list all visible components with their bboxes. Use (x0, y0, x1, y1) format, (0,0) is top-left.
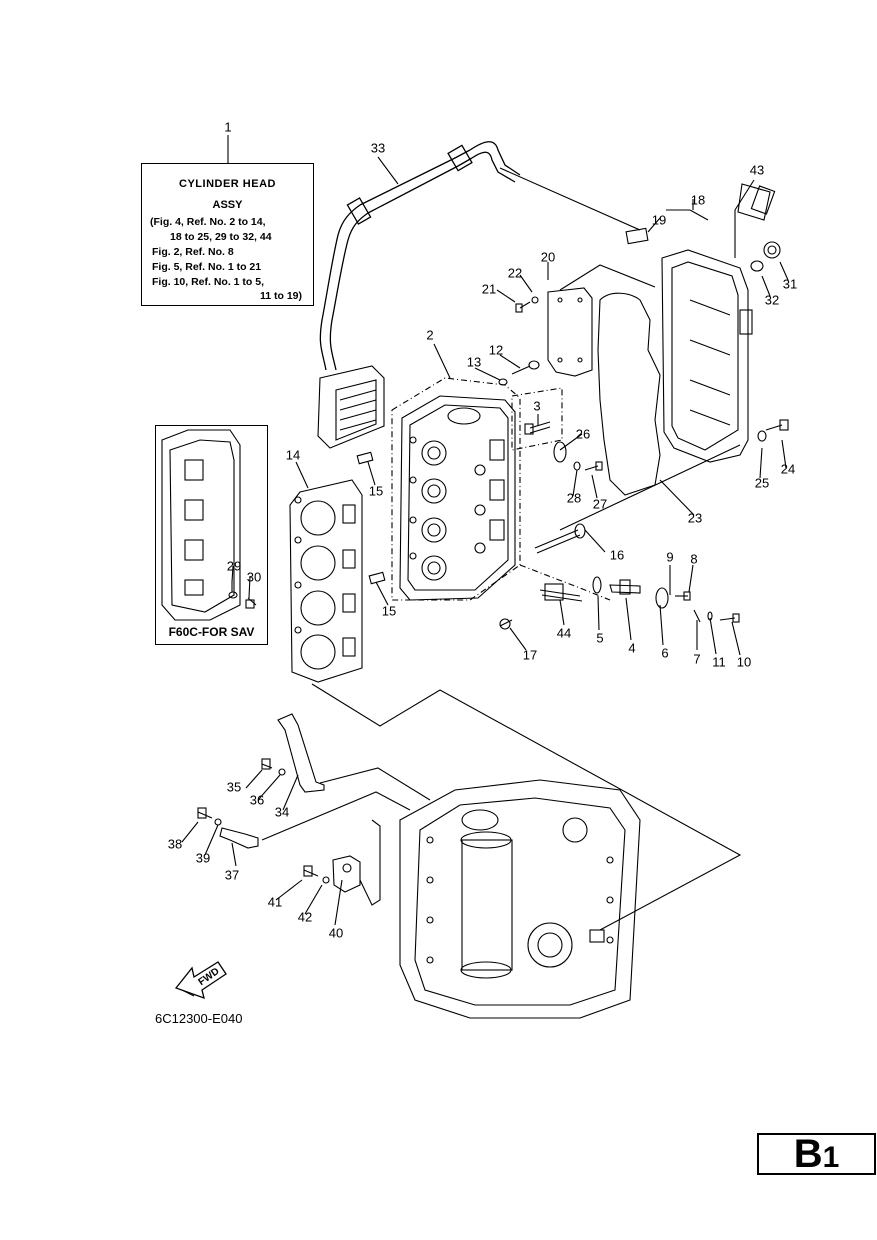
reference-code: 6C12300-E040 (155, 1011, 243, 1026)
callout-38: 38 (167, 836, 183, 852)
connection-lines (261, 167, 742, 931)
callout-27: 27 (592, 496, 608, 512)
small-fasteners (228, 185, 789, 630)
assy-line: (Fig. 4, Ref. No. 2 to 14, (150, 216, 266, 228)
callout-43: 43 (749, 162, 765, 178)
plate (332, 855, 361, 893)
callout-40: 40 (328, 925, 344, 941)
callout-6: 6 (661, 645, 669, 661)
inset-drawing (161, 429, 241, 621)
callout-10: 10 (736, 654, 752, 670)
callout-33: 33 (370, 140, 386, 156)
callout-36: 36 (249, 792, 265, 808)
callout-22: 22 (507, 265, 523, 281)
callout-15: 15 (368, 483, 384, 499)
callout-41: 41 (267, 894, 283, 910)
inset-frame: F60C-FOR SAV (155, 425, 268, 645)
callout-26: 26 (575, 426, 591, 442)
callout-11: 11 (712, 654, 726, 670)
cylinder-block (399, 779, 641, 1019)
long-bolt (534, 523, 586, 554)
cover-plate (547, 287, 593, 377)
bracket (277, 713, 325, 793)
callout-34: 34 (274, 804, 290, 820)
callout-23: 23 (687, 510, 703, 526)
callout-2: 2 (426, 327, 434, 343)
callout-28: 28 (566, 490, 582, 506)
callout-37: 37 (224, 867, 240, 883)
callout-25: 25 (754, 475, 770, 491)
leader-lines (181, 135, 789, 926)
assy-line: 18 to 25, 29 to 32, 44 (170, 231, 272, 243)
assy-line: 11 to 19) (260, 290, 303, 302)
callout-17: 17 (522, 647, 538, 663)
callout-1: 1 (224, 119, 232, 135)
assy-line: Fig. 10, Ref. No. 1 to 5, (152, 276, 265, 288)
inset-label: F60C-FOR SAV (168, 625, 255, 639)
callout-4: 4 (628, 640, 636, 656)
page-id-box: B1 (757, 1133, 876, 1175)
callout-5: 5 (596, 630, 604, 646)
dowel-pin (356, 451, 374, 465)
callout-29: 29 (226, 558, 242, 574)
callout-16: 16 (609, 547, 625, 563)
cover-gasket (597, 292, 661, 496)
filter-element (317, 365, 385, 449)
callout-35: 35 (226, 779, 242, 795)
callout-7: 7 (693, 651, 701, 667)
assy-subtitle: ASSY (212, 199, 243, 211)
assy-note-box: CYLINDER HEAD ASSY (Fig. 4, Ref. No. 2 t… (141, 163, 314, 306)
callout-42: 42 (297, 909, 313, 925)
callout-44: 44 (556, 625, 572, 641)
page-id-number: 1 (822, 1141, 840, 1174)
cylinder-head (399, 395, 516, 601)
hose-assembly (319, 141, 521, 371)
callout-32: 32 (764, 292, 780, 308)
callout-13: 13 (466, 354, 482, 370)
assy-line: Fig. 2, Ref. No. 8 (152, 246, 234, 258)
callout-31: 31 (782, 276, 798, 292)
callout-14: 14 (285, 447, 301, 463)
callout-8: 8 (690, 551, 698, 567)
assy-line: Fig. 5, Ref. No. 1 to 21 (152, 261, 262, 273)
label-sticker (737, 183, 771, 221)
callout-39: 39 (195, 850, 211, 866)
exhaust-cover (661, 249, 753, 463)
callout-3: 3 (533, 398, 541, 414)
page-id-letter: B (793, 1132, 823, 1176)
callout-18: 18 (690, 192, 706, 208)
clip-bracket (219, 827, 259, 849)
callout-19: 19 (651, 212, 667, 228)
callout-9: 9 (666, 549, 674, 565)
bracket-fasteners (197, 758, 330, 884)
callout-21: 21 (481, 281, 497, 297)
dowel-pin (368, 571, 386, 585)
assy-title: CYLINDER HEAD (179, 178, 276, 190)
callout-12: 12 (488, 342, 504, 358)
callout-30: 30 (246, 569, 262, 585)
grouping-frames (391, 377, 611, 601)
callout-24: 24 (780, 461, 796, 477)
callout-20: 20 (540, 249, 556, 265)
callout-15b: 15 (381, 603, 397, 619)
head-gasket (289, 479, 363, 683)
fwd-arrow (174, 961, 227, 1000)
